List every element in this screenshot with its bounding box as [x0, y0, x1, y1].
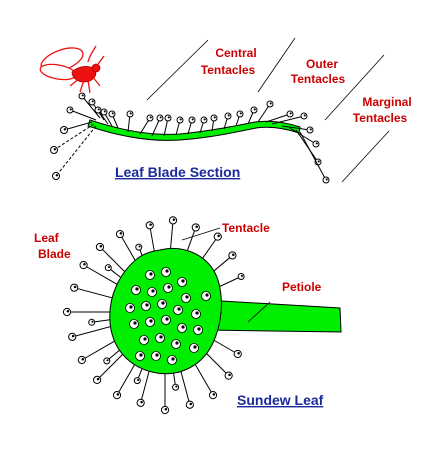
section-title: Leaf Blade Section — [115, 164, 240, 180]
tentacle — [199, 116, 208, 134]
leaf-section-body — [87, 119, 301, 141]
outer-label-line1: Outer — [306, 57, 338, 71]
tentacle — [281, 125, 314, 134]
petiole-label: Petiole — [282, 280, 322, 294]
outer-label-line2: Tentacles — [291, 72, 346, 86]
tentacle — [257, 100, 274, 123]
label-pointer-lines — [146, 37, 390, 183]
gland — [193, 325, 203, 335]
tentacle — [271, 112, 308, 125]
leaf-blade-shape — [109, 248, 222, 375]
tentacle — [94, 106, 109, 125]
tentacle — [289, 127, 320, 148]
tentacle — [126, 110, 134, 133]
tentacle — [151, 114, 164, 137]
leaf-blade-label-line2: Blade — [38, 247, 71, 261]
gland — [147, 287, 157, 297]
leaf-blade-section: Central Tentacles Outer Tentacles Margin… — [39, 37, 412, 184]
gland — [181, 293, 191, 303]
tentacle — [187, 116, 196, 135]
tentacle — [60, 121, 93, 134]
gland — [155, 333, 165, 343]
marginal-label-line2: Tentacles — [353, 111, 408, 125]
central-label-line2: Tentacles — [201, 63, 256, 77]
tentacle — [235, 110, 244, 127]
gland — [129, 319, 139, 329]
tentacle — [108, 110, 119, 129]
gland — [157, 299, 167, 309]
marginal-label-line1: Marginal — [362, 95, 411, 109]
tentacle — [265, 110, 294, 123]
tentacle — [247, 106, 258, 125]
petiole-pointer — [247, 301, 271, 323]
gland — [161, 267, 171, 277]
tentacle — [52, 125, 97, 180]
sundew-leaf: Tentacle Leaf Blade Petiole Sundew Leaf — [34, 216, 342, 415]
section-tentacles — [50, 92, 330, 184]
central-label-line1: Central — [215, 46, 256, 60]
tentacle — [66, 106, 97, 121]
gland — [145, 270, 155, 280]
gland — [139, 335, 149, 345]
gland — [201, 291, 211, 301]
gland — [173, 305, 183, 315]
tentacle — [139, 114, 154, 135]
gland — [141, 301, 151, 311]
gland — [167, 355, 177, 365]
tentacle — [199, 251, 237, 283]
gland — [161, 315, 171, 325]
leaf-title: Sundew Leaf — [237, 392, 324, 408]
tentacle — [175, 116, 184, 136]
gland — [191, 309, 201, 319]
leaf-blade-label-line1: Leaf — [34, 231, 60, 245]
gland — [145, 317, 155, 327]
central-glands — [125, 267, 211, 365]
tentacle — [223, 112, 232, 130]
gland — [151, 351, 161, 361]
leaf-tentacles — [62, 216, 245, 415]
gland — [131, 285, 141, 295]
tentacle — [299, 131, 330, 184]
gland — [177, 277, 187, 287]
gland — [177, 323, 187, 333]
gland — [125, 303, 135, 313]
tentacle — [50, 123, 95, 154]
gland — [163, 283, 173, 293]
petiole-stalk — [204, 299, 342, 333]
tentacle — [78, 92, 101, 119]
gland — [171, 339, 181, 349]
tentacle-pointer — [181, 227, 221, 241]
tentacle — [100, 108, 113, 127]
tentacle — [210, 114, 218, 132]
gland — [135, 351, 145, 361]
insect-icon — [39, 45, 105, 94]
gland — [189, 343, 199, 353]
tentacle-label: Tentacle — [222, 221, 270, 235]
tentacle — [163, 114, 172, 137]
